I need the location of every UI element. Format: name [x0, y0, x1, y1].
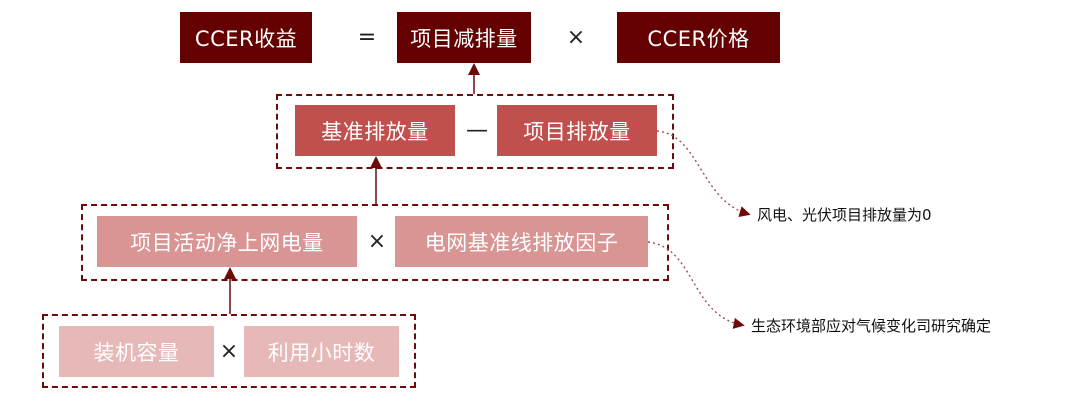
multiply-operator-0: × [566, 25, 586, 50]
project-reduction-label: 项目减排量 [410, 26, 518, 51]
baseline-emission-label: 基准排放量 [321, 119, 429, 144]
net-grid-electricity-label: 项目活动净上网电量 [130, 230, 324, 255]
baseline-emission-box: 基准排放量 [295, 105, 455, 156]
multiply-operator-2: × [367, 229, 387, 254]
ccer-price-box: CCER价格 [617, 12, 780, 63]
project-emission-note: 风电、光伏项目排放量为0 [757, 206, 932, 224]
multiply-operator-3: × [219, 339, 239, 364]
project-emission-label: 项目排放量 [523, 119, 631, 144]
ccer-revenue-box: CCER收益 [180, 12, 312, 63]
grid-emission-factor-box: 电网基准线排放因子 [395, 216, 648, 267]
equals-operator: = [357, 25, 377, 50]
utilization-hours-label: 利用小时数 [267, 340, 376, 365]
ccer-price-label: CCER价格 [647, 26, 750, 51]
net-grid-electricity-box: 项目活动净上网电量 [97, 216, 357, 267]
project-reduction-box: 项目减排量 [397, 12, 531, 63]
grid-emission-factor-label: 电网基准线排放因子 [424, 230, 619, 255]
installed-capacity-box: 装机容量 [59, 326, 214, 377]
minus-operator: — [466, 118, 488, 143]
utilization-hours-box: 利用小时数 [244, 326, 399, 377]
electricity-group [42, 314, 416, 388]
ccer-revenue-label: CCER收益 [194, 26, 298, 51]
project-emission-box: 项目排放量 [497, 105, 657, 156]
grid-factor-note: 生态环境部应对气候变化司研究确定 [751, 317, 992, 335]
installed-capacity-label: 装机容量 [93, 340, 180, 365]
